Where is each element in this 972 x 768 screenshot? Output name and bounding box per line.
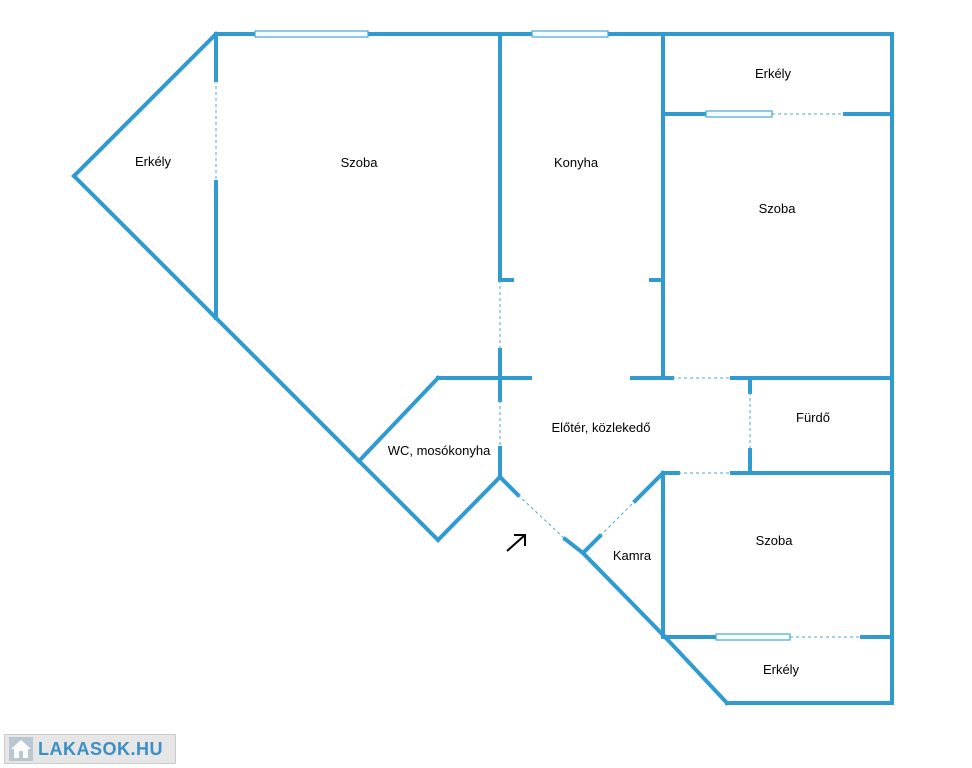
label-kitchen: Konyha xyxy=(554,155,599,170)
window-kitchen xyxy=(531,30,609,38)
label-room-right: Szoba xyxy=(759,201,797,216)
door-openings xyxy=(215,80,751,540)
window-balcony-top-right xyxy=(705,110,773,118)
house-icon xyxy=(9,737,33,761)
label-wc: WC, mosókonyha xyxy=(388,443,491,458)
interior-walls xyxy=(214,32,894,639)
label-room-bottom-right: Szoba xyxy=(756,533,794,548)
windows xyxy=(254,30,862,641)
label-bathroom: Fürdő xyxy=(796,410,830,425)
entrance-arrow-icon xyxy=(506,534,526,552)
window-balcony-bottom-right xyxy=(715,633,791,641)
outer-walls xyxy=(71,31,894,706)
label-pantry: Kamra xyxy=(613,548,652,563)
label-balcony-top-right: Erkély xyxy=(755,66,792,81)
label-balcony-bottom-right: Erkély xyxy=(763,662,800,677)
label-hall: Előtér, közlekedő xyxy=(551,420,650,435)
label-balcony-left: Erkély xyxy=(135,154,172,169)
window-top-left xyxy=(254,30,369,38)
watermark-logo: LAKASOK.HU xyxy=(4,734,176,764)
logo-text: LAKASOK.HU xyxy=(38,738,163,759)
label-room-top-left: Szoba xyxy=(341,155,379,170)
